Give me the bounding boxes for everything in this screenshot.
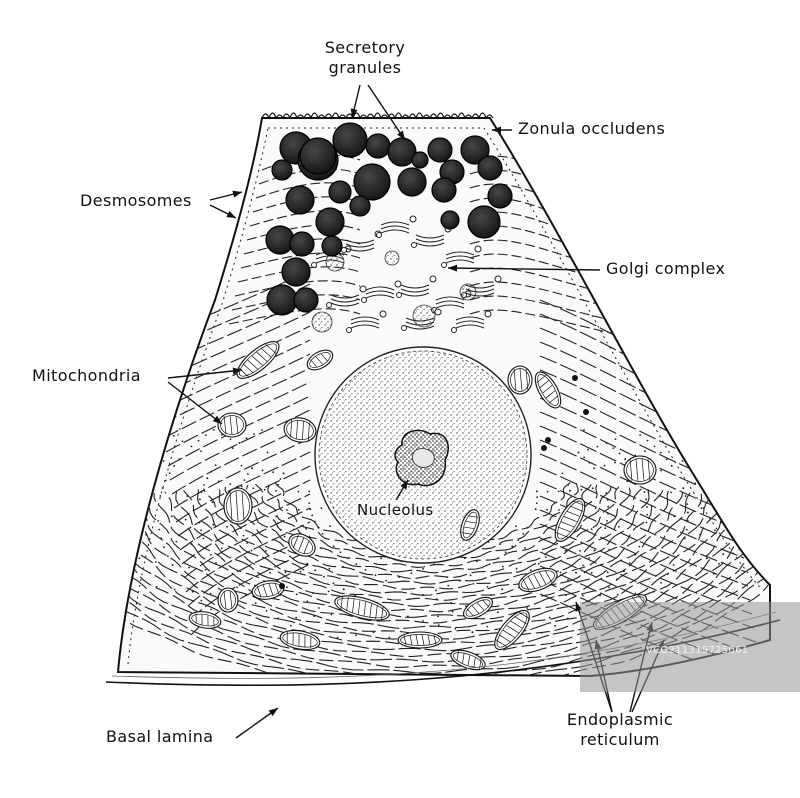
nucleolus [394, 429, 449, 487]
label-nucleolus: Nucleolus [354, 500, 437, 520]
label-endoplasmic-line1: Endoplasmic [566, 710, 674, 729]
microvilli [261, 112, 494, 120]
label-desmosomes: Desmosomes [80, 191, 192, 210]
label-secretory-granules: Secretory granules [300, 38, 430, 78]
label-mitochondria: Mitochondria [32, 366, 141, 385]
label-secretory-line2: granules [328, 58, 402, 77]
secretory-granules [265, 122, 513, 316]
label-endoplasmic-reticulum: Endoplasmic reticulum [540, 710, 700, 750]
label-basal-lamina: Basal lamina [106, 727, 214, 746]
watermark-overlay [580, 602, 800, 692]
watermark-text: VCG211319725061 [646, 645, 749, 656]
label-endoplasmic-line2: reticulum [580, 730, 660, 749]
label-golgi-complex: Golgi complex [606, 259, 726, 278]
label-secretory-line1: Secretory [324, 38, 406, 57]
label-zonula-occludens: Zonula occludens [518, 119, 666, 138]
golgi-region [311, 215, 502, 333]
